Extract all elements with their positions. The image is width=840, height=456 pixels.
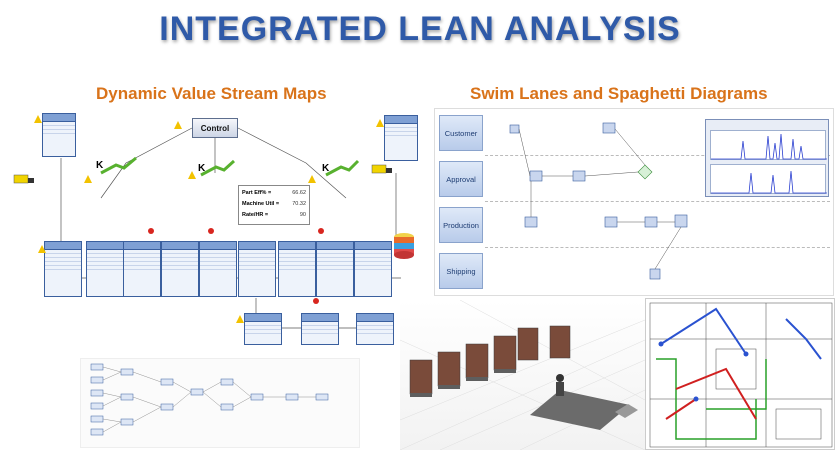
process-box[interactable] <box>86 241 124 297</box>
warning-icon <box>38 245 46 253</box>
3d-factory-view <box>399 299 646 451</box>
process-box[interactable] <box>123 241 161 297</box>
process-box[interactable] <box>244 313 282 345</box>
lane-divider <box>485 247 830 248</box>
timing-plot-top <box>710 130 827 160</box>
process-flow-diagram <box>80 358 360 448</box>
stat-label: Part Eff% = <box>242 190 272 196</box>
factory-scene <box>399 299 646 451</box>
control-box[interactable]: Control <box>192 118 238 138</box>
stat-label: Machine Util = <box>242 201 280 207</box>
stat-label: Rate/HR = <box>242 212 269 218</box>
process-box[interactable] <box>44 241 82 297</box>
svg-text:K: K <box>96 160 104 171</box>
swim-lane-diagram: Customer Approval Production Shipping <box>434 108 834 296</box>
floorplan-drawing <box>649 302 833 448</box>
process-box[interactable] <box>354 241 392 297</box>
stat-value: 66.62 <box>292 190 306 196</box>
supplier-box <box>42 113 76 157</box>
lane-approval[interactable]: Approval <box>439 161 483 197</box>
process-box[interactable] <box>356 313 394 345</box>
warning-icon <box>188 171 196 179</box>
lane-shipping[interactable]: Shipping <box>439 253 483 289</box>
swim-flow <box>509 122 688 280</box>
value-stream-map: K K K Control <box>6 103 418 345</box>
lane-divider <box>485 155 830 156</box>
lane-production[interactable]: Production <box>439 207 483 243</box>
main-title: INTEGRATED LEAN ANALYSIS <box>159 10 681 48</box>
process-box[interactable] <box>316 241 354 297</box>
timing-chart-window[interactable] <box>705 119 829 197</box>
process-box[interactable] <box>278 241 316 297</box>
svg-text:K: K <box>198 163 206 174</box>
vsm-section-title: Dynamic Value Stream Maps <box>96 84 327 103</box>
process-box[interactable] <box>301 313 339 345</box>
warning-icon <box>236 315 244 323</box>
process-box[interactable] <box>238 241 276 297</box>
customer-box <box>384 115 418 161</box>
process-box[interactable] <box>199 241 237 297</box>
lane-divider <box>485 201 830 202</box>
swim-section-title: Swim Lanes and Spaghetti Diagrams <box>470 84 768 103</box>
lane-customer[interactable]: Customer <box>439 115 483 151</box>
stat-value: 70.32 <box>292 201 306 207</box>
warning-icon <box>174 121 182 129</box>
warning-icon <box>376 119 384 127</box>
spaghetti-floorplan <box>645 298 835 450</box>
flow-drawing <box>90 363 329 436</box>
stats-panel: Part Eff% = 66.62 Machine Util = 70.32 Rat… <box>238 185 310 225</box>
stat-value: 90 <box>299 212 306 218</box>
warning-icon <box>84 175 92 183</box>
process-box[interactable] <box>161 241 199 297</box>
svg-text:K: K <box>322 163 330 174</box>
warning-icon <box>308 175 316 183</box>
timing-plot-bottom <box>710 164 827 194</box>
warning-icon <box>34 115 42 123</box>
